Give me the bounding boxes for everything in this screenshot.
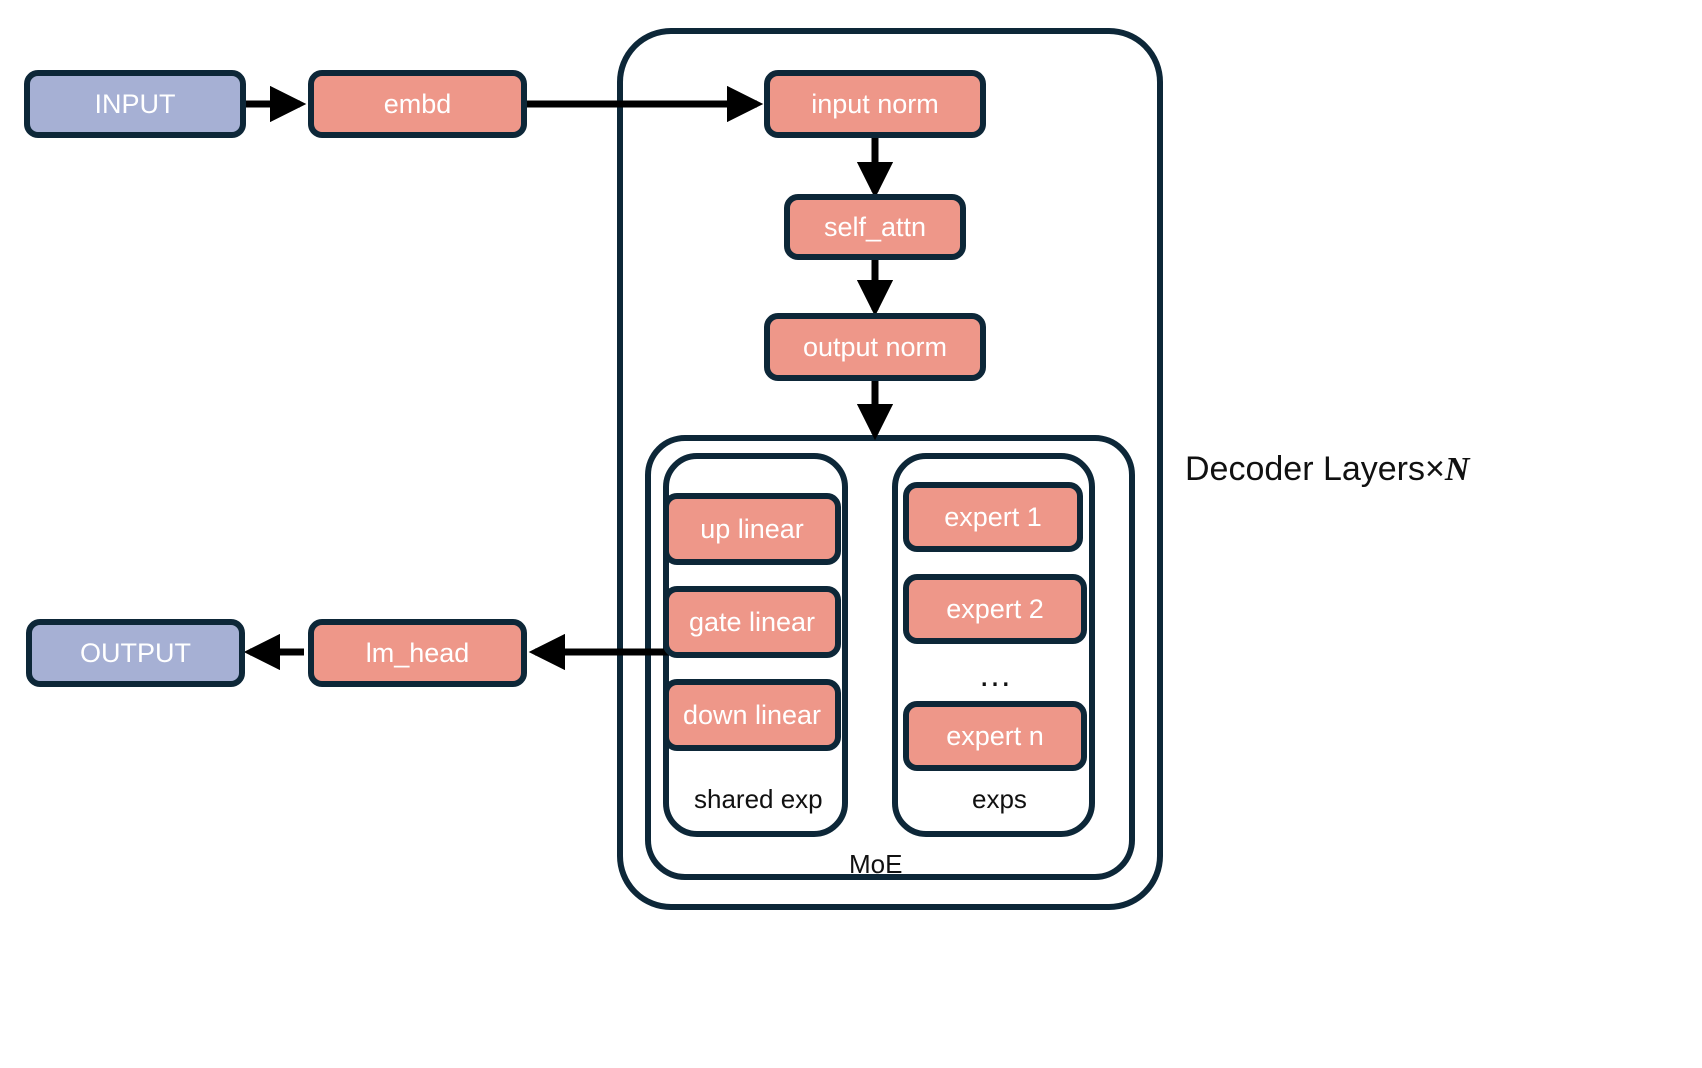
node-up-linear[interactable]: up linear <box>663 493 841 565</box>
node-input[interactable]: INPUT <box>24 70 246 138</box>
node-self-attn[interactable]: self_attn <box>784 194 966 260</box>
decoder-layers-container <box>617 28 1163 910</box>
shared-exp-label: shared exp <box>694 784 823 814</box>
node-output-norm[interactable]: output norm <box>764 313 986 381</box>
decoder-layers-prefix: Decoder Layers× <box>1185 450 1445 488</box>
experts-container <box>892 453 1095 837</box>
decoder-layers-count: N <box>1444 451 1470 488</box>
moe-label: MoE <box>849 849 903 879</box>
node-expert-1[interactable]: expert 1 <box>903 482 1083 552</box>
node-lm-head[interactable]: lm_head <box>308 619 527 687</box>
node-expert-2[interactable]: expert 2 <box>903 574 1087 644</box>
experts-ellipsis: … <box>978 656 1014 694</box>
exps-label: exps <box>972 784 1027 814</box>
decoder-layers-annotation: Decoder Layers×N <box>1185 452 1469 487</box>
node-down-linear[interactable]: down linear <box>663 679 841 751</box>
node-expert-n[interactable]: expert n <box>903 701 1087 771</box>
node-embd[interactable]: embd <box>308 70 527 138</box>
node-output[interactable]: OUTPUT <box>26 619 245 687</box>
node-input-norm[interactable]: input norm <box>764 70 986 138</box>
node-gate-linear[interactable]: gate linear <box>663 586 841 658</box>
